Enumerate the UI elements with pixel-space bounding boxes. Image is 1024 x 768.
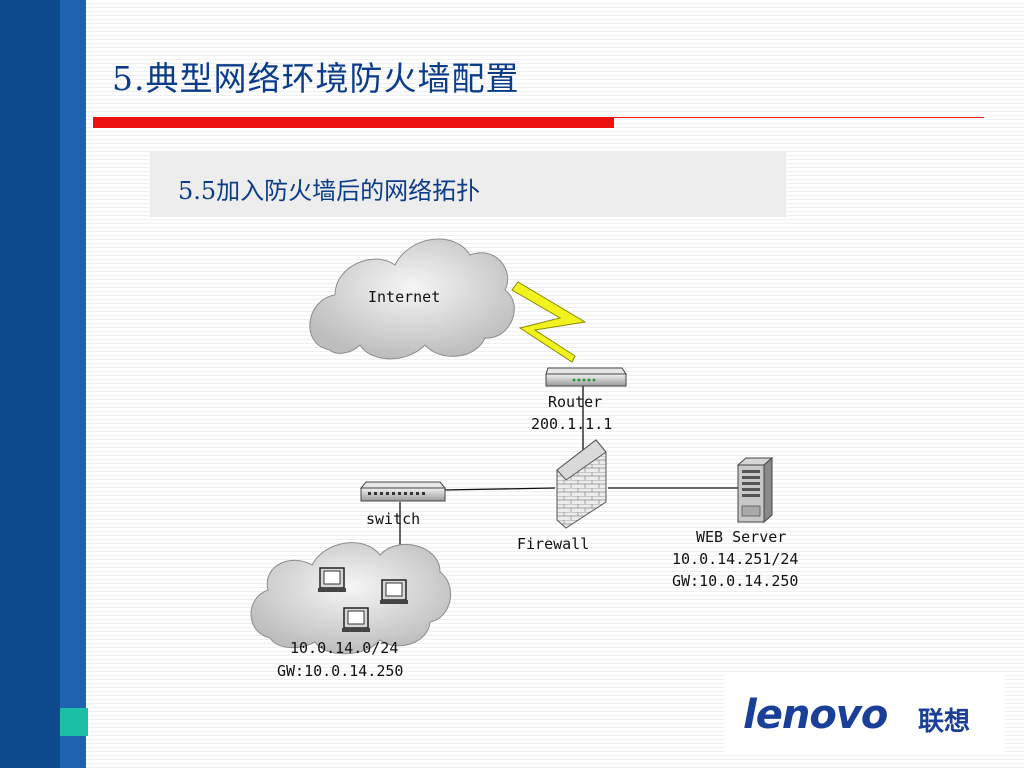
- red-divider-bar: [93, 117, 614, 128]
- lan-subnet-label: 10.0.14.0/24: [290, 639, 398, 657]
- pc-icon: [379, 579, 409, 605]
- firewall-label: Firewall: [517, 535, 589, 553]
- router-icon: [545, 367, 627, 387]
- lightning-bolt-icon: [511, 281, 587, 363]
- slide-title: 5.典型网络环境防火墙配置: [112, 59, 520, 98]
- left-bar: [0, 0, 60, 768]
- web-server-icon: [736, 456, 774, 524]
- teal-accent-square: [60, 708, 88, 736]
- switch-firewall-link: [442, 487, 556, 491]
- left-bar-inner: [60, 0, 86, 768]
- web-server-name-label: WEB Server: [696, 528, 786, 546]
- pc-icon: [317, 567, 347, 593]
- subtitle-box: [150, 152, 786, 217]
- web-server-gateway-label: GW:10.0.14.250: [672, 572, 798, 590]
- lenovo-logo-cn: 联想: [918, 707, 971, 737]
- pc-icon: [341, 607, 371, 633]
- switch-icon: [359, 481, 447, 502]
- lenovo-logo: lenovo: [743, 692, 888, 738]
- red-divider-line: [614, 117, 984, 118]
- router-name-label: Router: [548, 393, 602, 411]
- firewall-icon: [556, 439, 607, 529]
- logo-box: [725, 675, 1005, 755]
- internet-cloud-icon: [309, 238, 515, 360]
- switch-label: switch: [366, 510, 420, 528]
- web-server-ip-label: 10.0.14.251/24: [672, 550, 798, 568]
- lan-gateway-label: GW:10.0.14.250: [277, 662, 403, 680]
- lan-cloud-icon: [250, 542, 451, 655]
- internet-label: Internet: [368, 288, 440, 306]
- router-ip-label: 200.1.1.1: [531, 415, 612, 433]
- slide-subtitle: 5.5加入防火墙后的网络拓扑: [178, 177, 481, 205]
